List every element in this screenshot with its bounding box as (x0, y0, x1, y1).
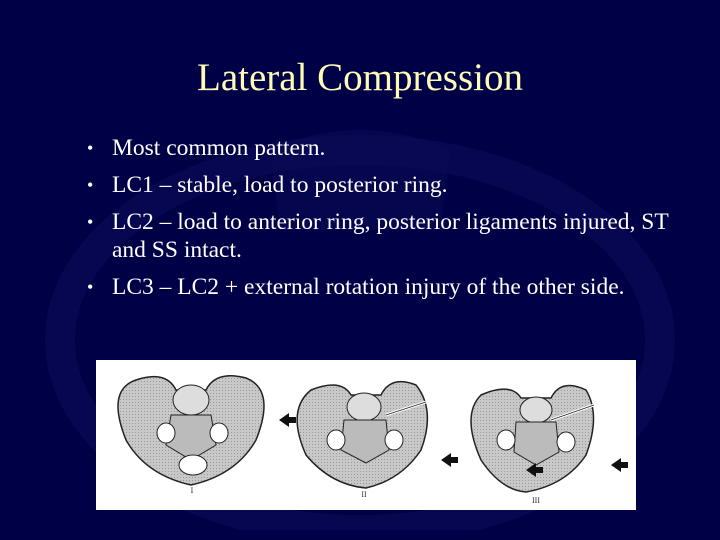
slide-title: Lateral Compression (197, 56, 523, 99)
panel-1-label: I (191, 486, 194, 495)
panel-2-label: II (361, 490, 367, 499)
panel-3-label: III (532, 496, 540, 505)
bullet-icon: • (87, 212, 94, 232)
bullet-icon: • (87, 175, 94, 195)
bullet-item: •LC2 – load to anterior ring, posterior … (87, 209, 669, 263)
pelvis-diagram-figure: I II III (96, 360, 636, 510)
bullet-item: •LC3 – LC2 + external rotation injury of… (87, 274, 625, 300)
bullet-item: •Most common pattern. (87, 135, 326, 161)
bullet-item: •LC1 – stable, load to posterior ring. (87, 172, 448, 198)
pelvis-panel-3 (470, 384, 628, 493)
bullet-list: •Most common pattern. •LC1 – stable, loa… (84, 134, 674, 310)
pelvis-panel-1 (117, 375, 296, 486)
bullet-icon: • (87, 277, 94, 297)
pelvis-panel-2 (296, 380, 458, 489)
bullet-icon: • (87, 138, 94, 158)
